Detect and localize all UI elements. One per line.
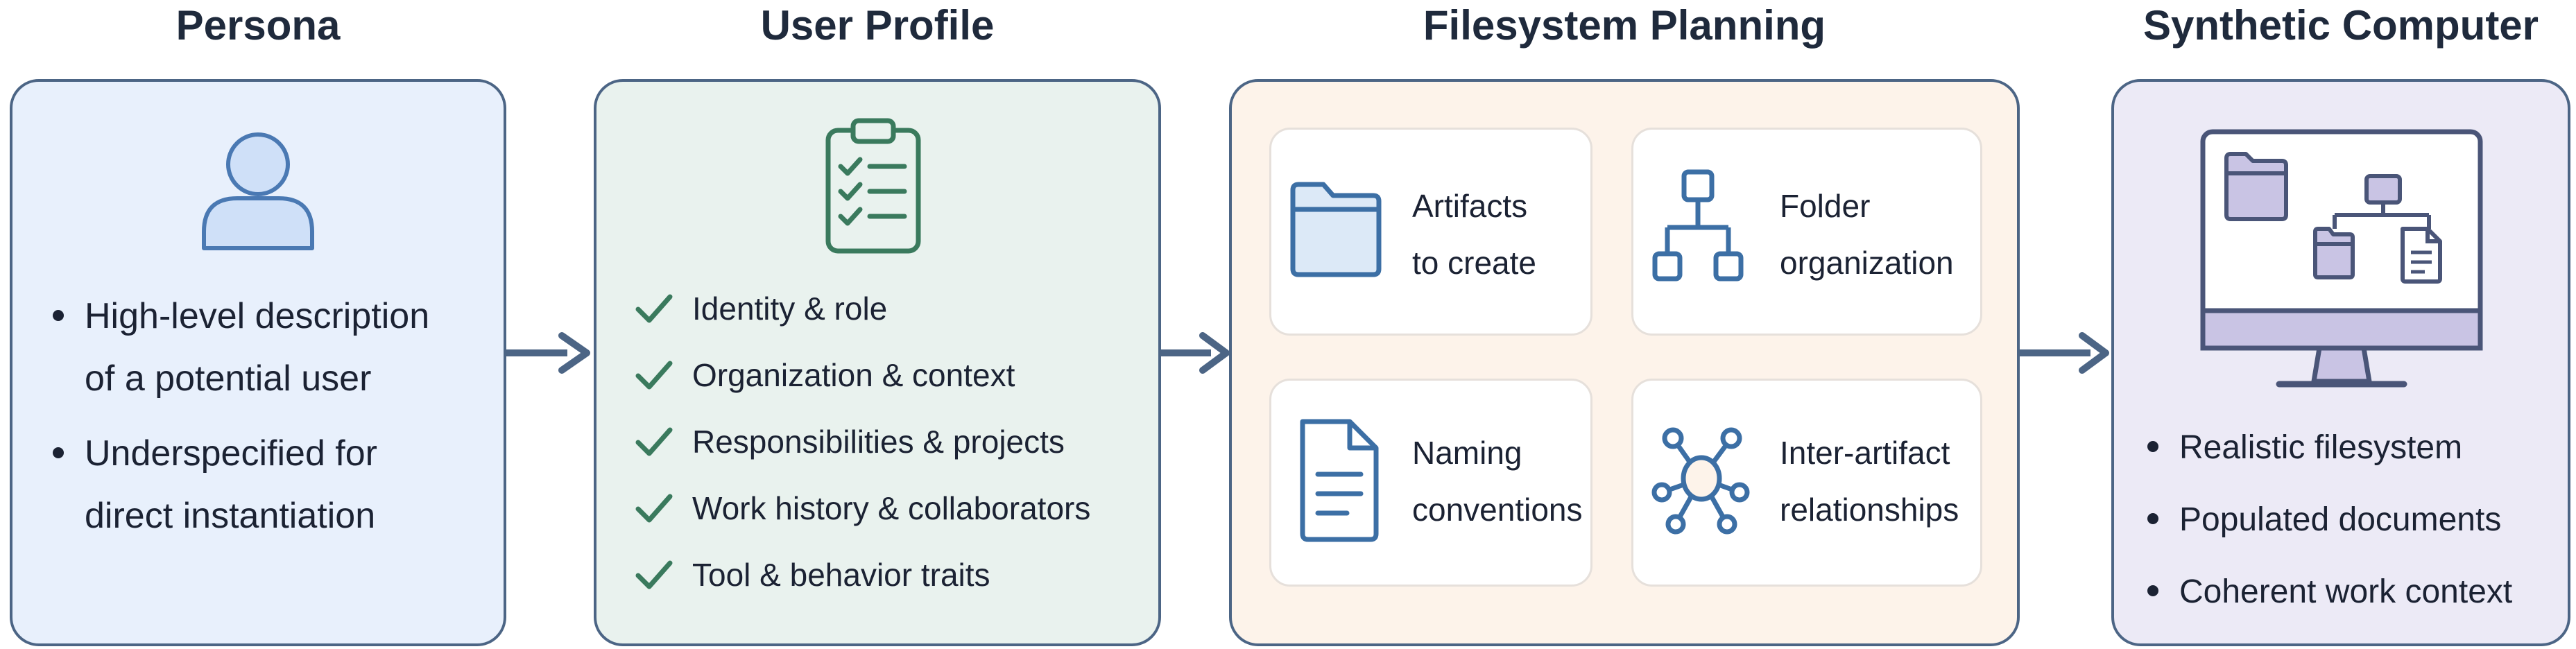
- profile-item-4: Work history & collaborators: [635, 492, 1090, 524]
- card-inter-artifact-relationships-text: Inter-artifact relationships: [1780, 435, 1959, 528]
- check-icon: [635, 294, 673, 323]
- card-folder-organization-text: Folder organization: [1780, 188, 1954, 281]
- profile-item-3: Responsibilities & projects: [635, 426, 1065, 458]
- persona-bullet-2-cont: direct instantiation: [85, 496, 376, 536]
- persona-bullet-1: High-level description: [53, 298, 429, 334]
- network-icon: [1651, 427, 1750, 535]
- computer-bullet-3: Coherent work context: [2147, 576, 2512, 609]
- arrow-persona-to-profile: [505, 332, 590, 374]
- arrow-planning-to-computer: [2018, 332, 2109, 374]
- folder-icon: [1290, 182, 1382, 277]
- profile-item-1: Identity & role: [635, 293, 887, 324]
- computer-bullet-2: Populated documents: [2147, 503, 2501, 537]
- card-artifacts-text: Artifacts to create: [1412, 188, 1536, 281]
- filesystem-planning-title: Filesystem Planning: [1423, 2, 1826, 49]
- computer-bullet-1: Realistic filesystem: [2147, 431, 2462, 465]
- check-icon: [635, 560, 673, 589]
- clipboard-checklist-icon: [825, 118, 921, 254]
- synthetic-computer-title: Synthetic Computer: [2143, 2, 2539, 49]
- arrow-profile-to-planning: [1160, 332, 1230, 374]
- hierarchy-icon: [1652, 169, 1744, 282]
- check-icon: [635, 361, 673, 390]
- person-icon: [202, 132, 314, 250]
- check-icon: [635, 494, 673, 523]
- user-profile-panel: [594, 79, 1161, 646]
- document-icon: [1300, 419, 1379, 542]
- computer-monitor-icon: [2200, 129, 2483, 388]
- check-icon: [635, 427, 673, 456]
- card-naming-conventions-text: Naming conventions: [1412, 435, 1583, 528]
- profile-item-2: Organization & context: [635, 359, 1015, 391]
- user-profile-title: User Profile: [760, 2, 995, 49]
- persona-bullet-2: Underspecified for: [53, 435, 377, 471]
- persona-bullet-1-cont: of a potential user: [85, 358, 372, 399]
- profile-item-5: Tool & behavior traits: [635, 559, 990, 591]
- persona-title: Persona: [175, 2, 341, 49]
- card-folder-organization: [1631, 128, 1982, 336]
- card-naming-conventions: [1269, 379, 1592, 587]
